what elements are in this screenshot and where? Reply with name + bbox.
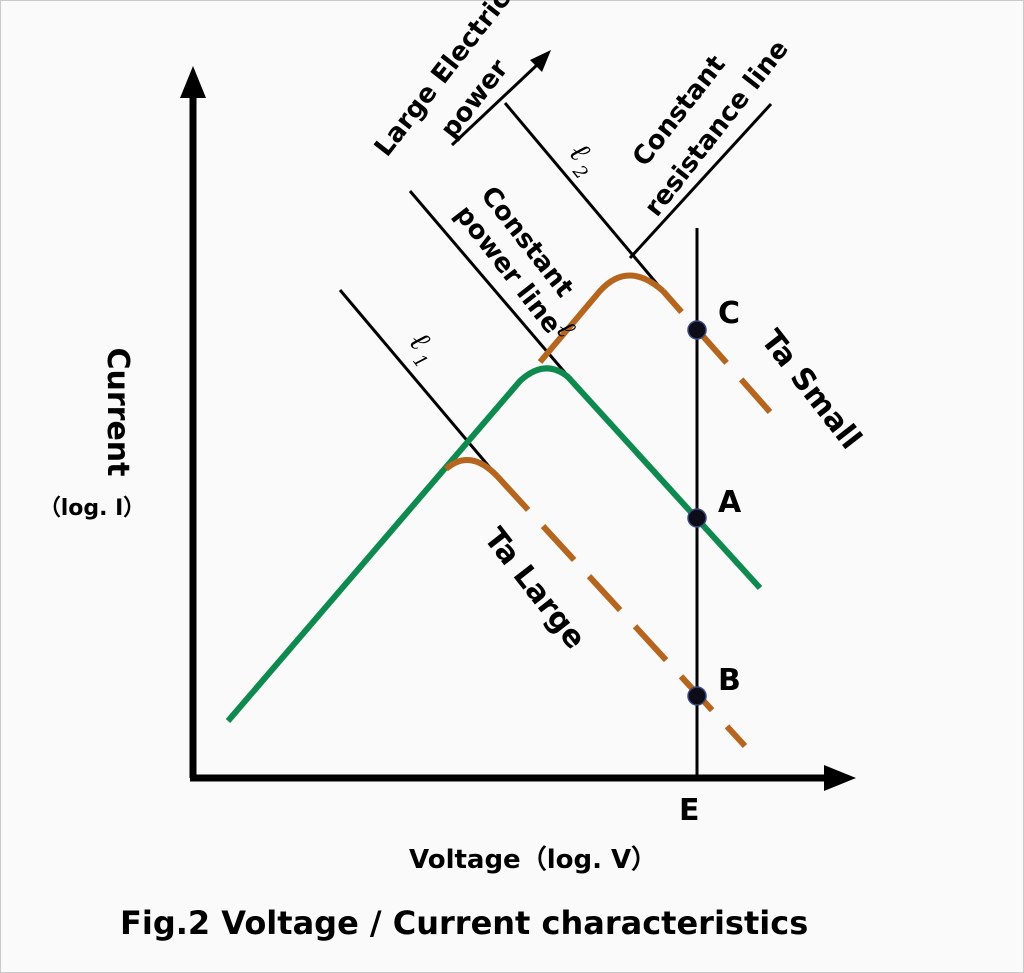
point-c-label: C: [718, 296, 740, 331]
ell2-symbol: ℓ: [562, 136, 598, 168]
large-power-arrow: [450, 50, 551, 147]
constant-power-line-l1: [338, 289, 499, 477]
x-marker-e: E: [679, 793, 700, 828]
ta-small-curve-solid: [537, 272, 665, 364]
ell1-symbol: ℓ: [402, 325, 438, 357]
ta-small-label: Ta Small: [754, 323, 868, 456]
green-characteristic-curve: [225, 365, 763, 723]
y-axis-sublabel: （log. I）: [39, 496, 146, 521]
ta-large-curve-solid: [444, 457, 500, 479]
x-axis-label: Voltage（log. V）: [409, 845, 657, 875]
point-a-marker: [687, 508, 707, 528]
figure-caption: Fig.2 Voltage / Current characteristics: [120, 904, 808, 942]
constant-power-line-l2: [503, 102, 665, 292]
point-a-label: A: [718, 485, 742, 520]
ta-large-label: Ta Large: [477, 521, 593, 655]
point-c-marker: [687, 320, 707, 340]
constant-resistance-line: [628, 102, 773, 260]
point-b-marker: [687, 686, 707, 706]
axes: [180, 66, 856, 791]
y-axis-arrowhead: [180, 66, 206, 98]
x-axis-arrowhead: [824, 765, 856, 791]
point-b-label: B: [718, 663, 741, 698]
constant-power-line-l: [408, 190, 569, 376]
y-axis-label: Current: [100, 347, 135, 476]
ta-small-curve-dashed: [660, 289, 773, 414]
